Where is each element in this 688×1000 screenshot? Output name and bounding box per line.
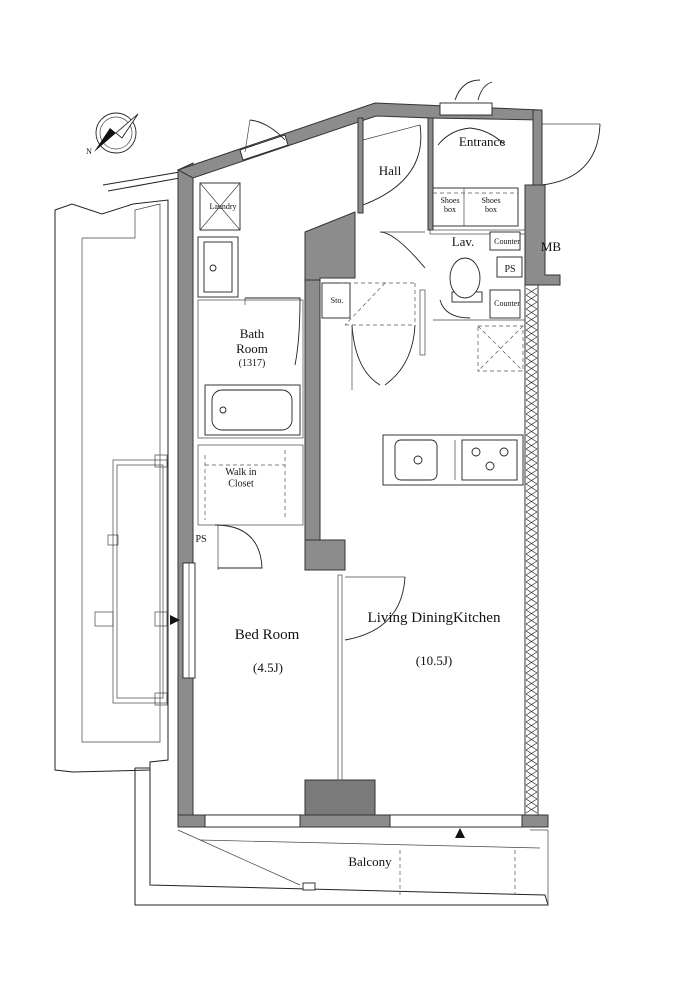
- interior-walls: [304, 117, 526, 816]
- lavatory: [379, 231, 525, 321]
- storage-area: [321, 282, 416, 390]
- label-counter-bottom: Counter: [494, 299, 520, 308]
- top-window-entrance: [439, 79, 493, 116]
- washbasin: [197, 236, 239, 298]
- label-ps-top: PS: [504, 264, 515, 275]
- entrance-door: [541, 123, 601, 186]
- shoes-boxes: [432, 187, 519, 227]
- label-storage: Sto.: [331, 296, 344, 305]
- label-entrance: Entrance: [459, 134, 505, 149]
- label-counter-top: Counter: [494, 237, 520, 246]
- bathroom: [197, 297, 304, 439]
- label-ldk-size: (10.5J): [416, 653, 452, 668]
- kitchen-hood: [477, 325, 524, 372]
- right-wall-hatch: [525, 287, 538, 814]
- compass-north-label: N: [86, 147, 92, 156]
- ldk-door: [344, 576, 406, 641]
- kitchen-counter: [382, 434, 524, 486]
- bottom-windows: [204, 814, 523, 838]
- laundry-area: [199, 182, 241, 231]
- top-window-laundry: [239, 119, 289, 161]
- label-balcony: Balcony: [348, 854, 392, 869]
- hall-door: [362, 124, 422, 206]
- label-bath-size: (1317): [239, 358, 266, 369]
- walk-in-closet: [197, 444, 304, 526]
- bedroom: [170, 524, 263, 679]
- label-ldk: Living DiningKitchen: [368, 610, 501, 626]
- label-laundry: Laundry: [209, 202, 236, 211]
- label-mb: MB: [541, 239, 562, 254]
- label-hall: Hall: [379, 163, 402, 178]
- compass-north-icon: [94, 112, 139, 154]
- entrance-inner-doors: [437, 127, 506, 146]
- exterior-structure: [54, 171, 181, 773]
- label-ps-left: PS: [195, 534, 206, 545]
- label-bedroom: Bed Room: [235, 627, 300, 643]
- label-lav: Lav.: [452, 234, 475, 249]
- balcony: [134, 767, 549, 906]
- label-bedroom-size: (4.5J): [253, 660, 283, 675]
